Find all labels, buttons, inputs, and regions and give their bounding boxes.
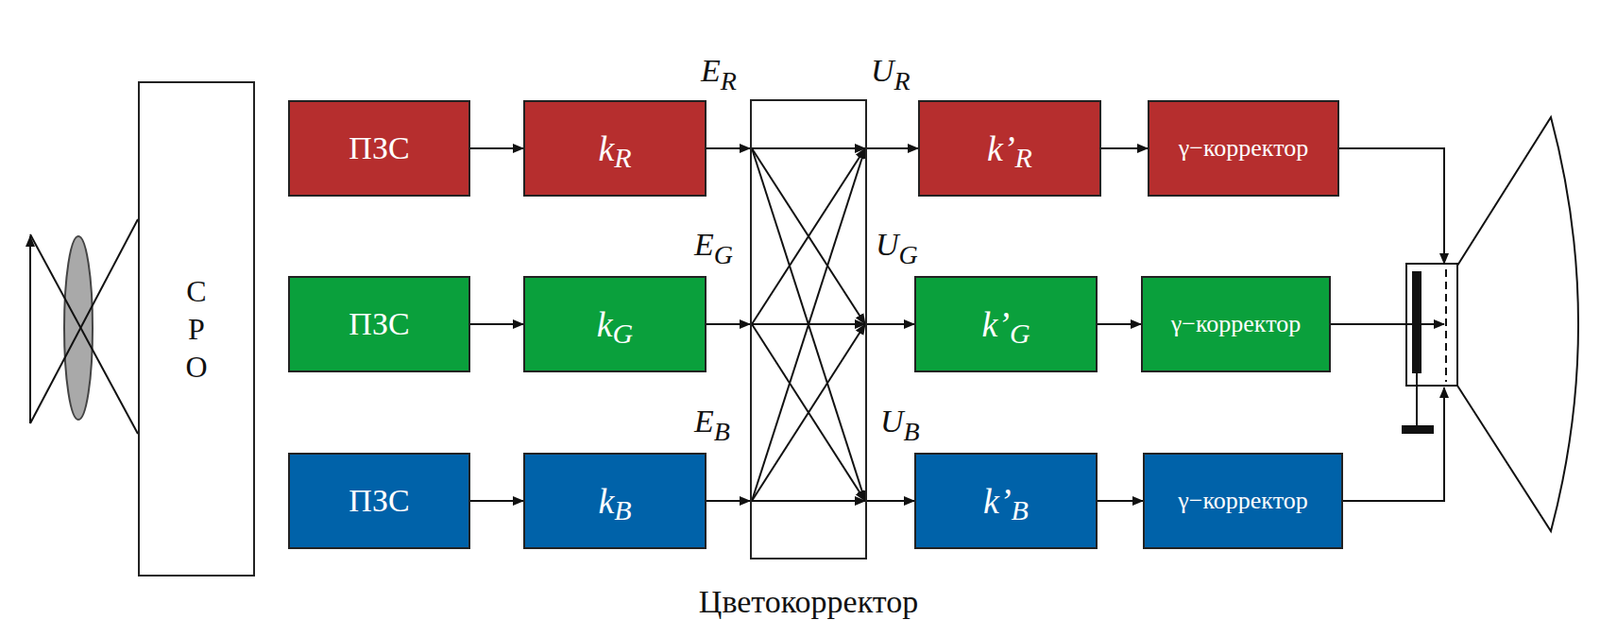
- signal-arrow: [867, 499, 915, 502]
- gain-subscript: B: [613, 493, 631, 527]
- signal-arrow: [1097, 323, 1141, 325]
- gain-symbol: k: [597, 479, 614, 522]
- signal-label: UB: [880, 403, 920, 440]
- ray: [30, 219, 138, 424]
- signal-arrow: [1097, 499, 1143, 502]
- signal-arrow: [706, 323, 750, 325]
- gain-box: k’G: [914, 275, 1098, 373]
- signal-arrow: [470, 323, 524, 325]
- matrix-lines: [751, 148, 866, 501]
- gain-subscript: G: [612, 317, 634, 350]
- cathode: [1412, 271, 1422, 374]
- lens: [64, 236, 93, 420]
- signal-arrow: [470, 499, 524, 502]
- signal-arrow: [867, 147, 919, 150]
- gain-symbol: k: [596, 303, 613, 345]
- signal-name: U: [870, 52, 895, 88]
- gain-box: kR: [523, 100, 707, 197]
- signal-subscript: B: [903, 416, 920, 446]
- signal-label: UR: [870, 52, 911, 89]
- ccd-box: ПЗС: [288, 100, 471, 197]
- optics-box: СРО: [137, 81, 256, 577]
- box-label: ПЗС: [348, 130, 409, 167]
- box-label: СРО: [181, 272, 212, 386]
- signal-name: U: [875, 226, 900, 262]
- signal-label: EG: [694, 226, 733, 263]
- signal-wire: [1330, 323, 1445, 325]
- signal-arrow: [867, 323, 915, 325]
- ccd-box: ПЗС: [288, 452, 471, 549]
- box-label: γ−корректор: [1178, 134, 1309, 163]
- gamma-corrector: γ−корректор: [1140, 275, 1331, 373]
- signal-subscript: G: [899, 239, 919, 270]
- color-corrector: Цветокорректор: [749, 99, 868, 560]
- gain-box: k’R: [918, 100, 1102, 197]
- signal-subscript: R: [894, 66, 911, 96]
- grid: [1445, 269, 1447, 382]
- signal-arrow: [1101, 147, 1148, 150]
- signal-arrow: [706, 499, 750, 502]
- gamma-corrector: γ−корректор: [1147, 100, 1340, 197]
- gain-symbol: k’: [987, 127, 1016, 170]
- gain-subscript: G: [1009, 317, 1031, 350]
- gain-symbol: k’: [983, 479, 1012, 522]
- signal-wire: [1343, 387, 1445, 501]
- signal-name: E: [694, 226, 715, 262]
- signal-label: UG: [875, 226, 919, 263]
- crt-bulb: [1457, 117, 1579, 531]
- signal-wire: [1339, 148, 1445, 264]
- signal-label: ER: [700, 52, 737, 89]
- gain-subscript: R: [613, 141, 631, 174]
- gain-subscript: R: [1015, 141, 1033, 174]
- gain-symbol: k: [597, 127, 614, 170]
- gain-symbol: k’: [981, 303, 1010, 345]
- signal-arrow: [706, 147, 750, 150]
- signal-subscript: G: [714, 239, 733, 270]
- gamma-corrector: γ−корректор: [1142, 452, 1344, 549]
- ray: [30, 234, 138, 434]
- signal-label: EB: [694, 403, 731, 440]
- ground-wire: [1415, 373, 1418, 427]
- object-arrow: [29, 236, 32, 424]
- box-label: γ−корректор: [1171, 309, 1301, 339]
- gain-box: kG: [523, 275, 707, 373]
- signal-name: U: [880, 403, 904, 439]
- caption-label: Цветокорректор: [698, 583, 919, 620]
- gain-box: kB: [523, 452, 707, 549]
- ccd-box: ПЗС: [288, 275, 471, 373]
- signal-name: E: [694, 403, 715, 439]
- signal-subscript: B: [714, 416, 731, 446]
- gain-box: k’B: [914, 452, 1098, 549]
- signal-name: E: [700, 52, 721, 88]
- box-label: γ−корректор: [1177, 486, 1308, 515]
- box-label: ПЗС: [348, 482, 409, 519]
- signal-arrow: [470, 147, 524, 150]
- gain-subscript: B: [1011, 493, 1029, 527]
- ground-symbol: [1401, 425, 1434, 434]
- signal-subscript: R: [720, 66, 737, 96]
- box-label: ПЗС: [348, 306, 409, 342]
